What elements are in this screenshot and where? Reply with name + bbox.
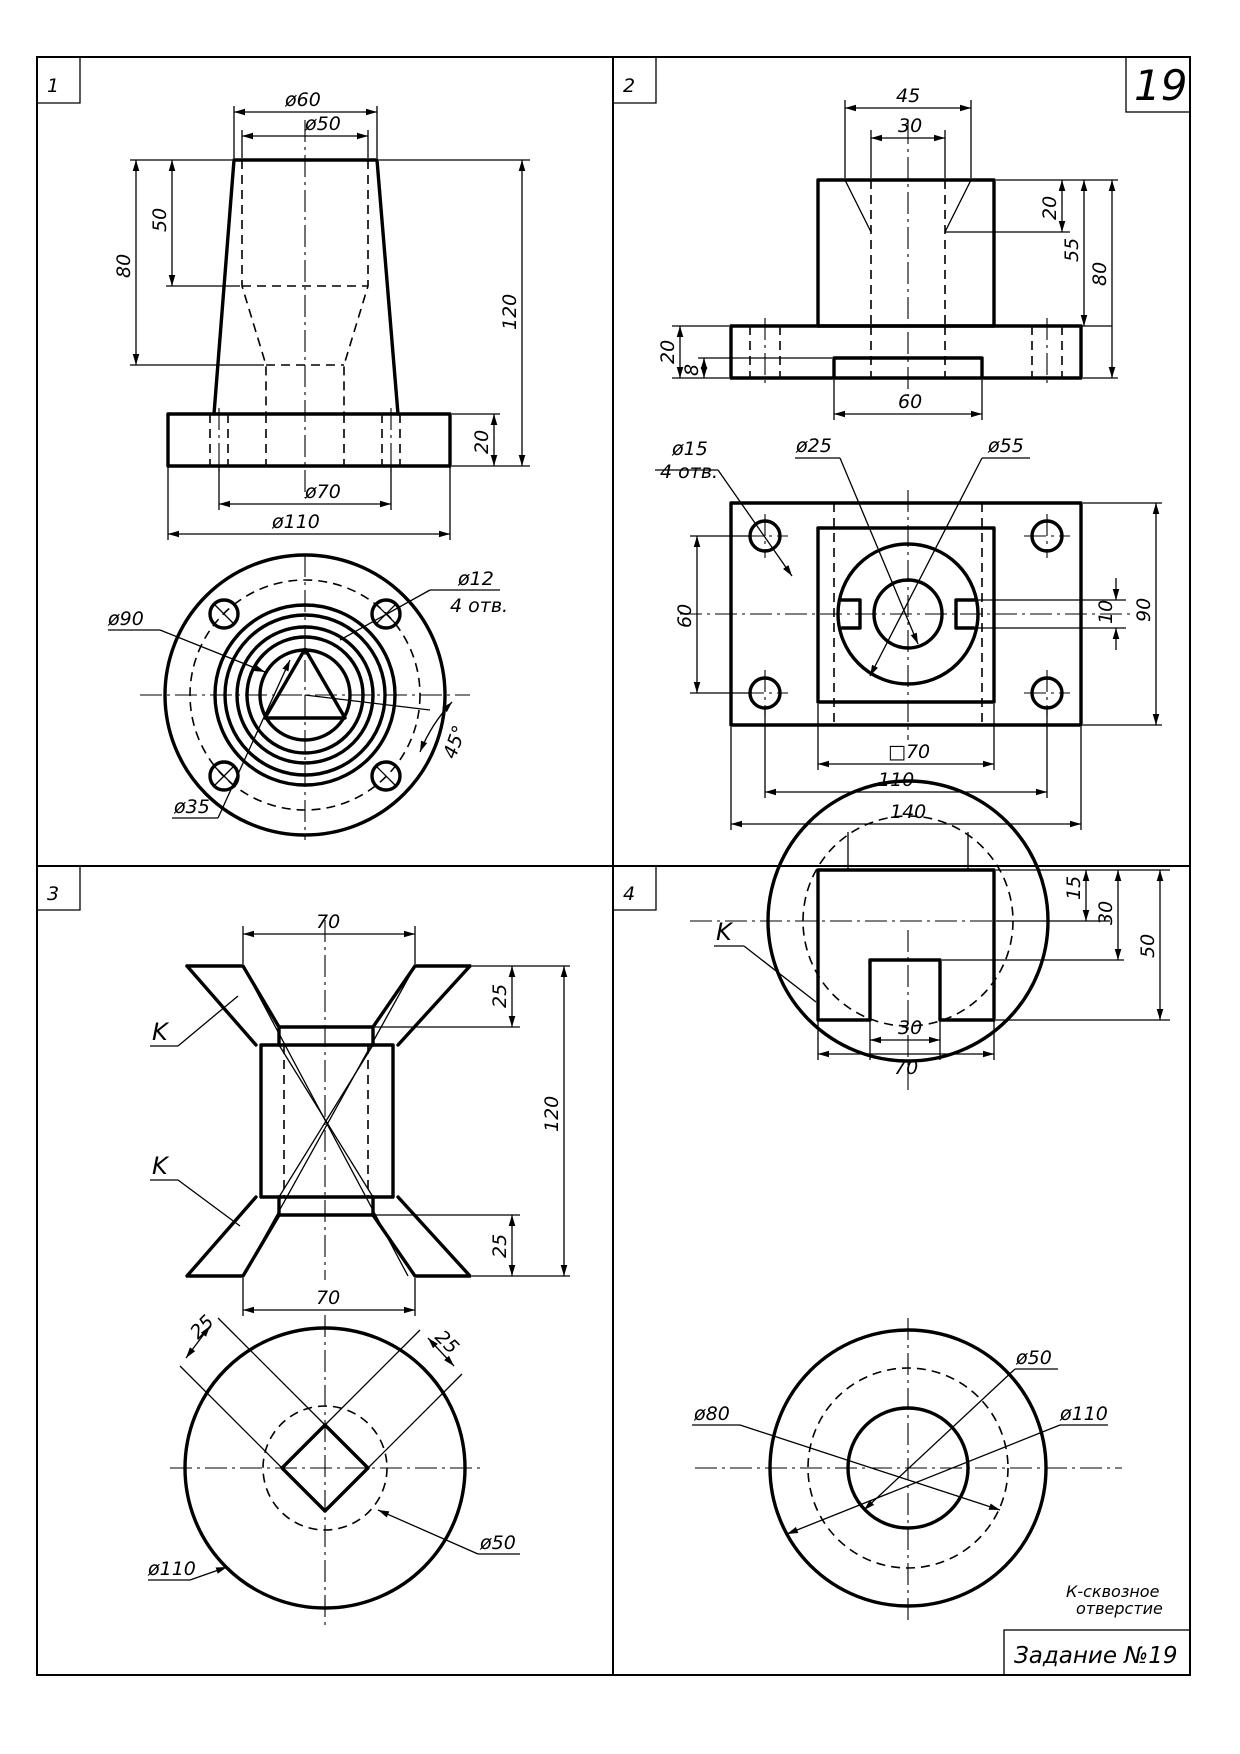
sheet-number-box: 19 <box>1125 56 1191 113</box>
panel-4-front-view: 15 30 50 30 70 K <box>690 779 1170 1090</box>
svg-text:50: 50 <box>1137 934 1159 958</box>
svg-text:30: 30 <box>1095 901 1117 925</box>
svg-text:50: 50 <box>149 208 171 232</box>
svg-text:20: 20 <box>471 430 493 454</box>
svg-text:ø12: ø12 <box>457 568 494 590</box>
svg-text:ø50: ø50 <box>1015 1347 1052 1369</box>
svg-text:ø15: ø15 <box>671 438 708 460</box>
svg-text:25: 25 <box>430 1326 463 1359</box>
svg-text:ø50: ø50 <box>304 113 341 135</box>
svg-text:ø55: ø55 <box>987 435 1024 457</box>
svg-text:ø110: ø110 <box>1059 1403 1108 1425</box>
svg-text:ø110: ø110 <box>147 1558 196 1580</box>
svg-text:80: 80 <box>113 254 135 278</box>
svg-text:70: 70 <box>894 1057 918 1079</box>
sheet-frame <box>36 56 1191 1676</box>
svg-text:3: 3 <box>47 883 59 905</box>
svg-text:ø25: ø25 <box>795 435 832 457</box>
svg-text:15: 15 <box>1063 876 1085 900</box>
panel-4-top-view: ø50 ø80 ø110 К-сквозное отверстие <box>692 1318 1163 1620</box>
svg-text:2: 2 <box>623 75 635 97</box>
svg-text:45°: 45° <box>439 723 471 762</box>
svg-text:25: 25 <box>489 1234 511 1258</box>
panel-2-front-view: 45 30 20 55 80 20 8 60 <box>657 85 1118 420</box>
svg-text:ø60: ø60 <box>284 89 321 111</box>
svg-text:30: 30 <box>898 115 922 137</box>
svg-text:8: 8 <box>681 364 703 376</box>
svg-text:К-сквозное: К-сквозное <box>1066 1582 1160 1601</box>
panel-label-4: 4 <box>613 866 657 911</box>
panel-2-top-view: ø15 4 отв. ø25 ø55 60 10 90 □70 110 140 <box>655 435 1162 830</box>
svg-text:K: K <box>152 1018 170 1046</box>
svg-text:ø110: ø110 <box>271 511 320 533</box>
svg-text:120: 120 <box>499 294 521 330</box>
svg-text:ø70: ø70 <box>304 481 341 503</box>
svg-text:10: 10 <box>1095 600 1117 624</box>
svg-text:ø35: ø35 <box>173 796 210 818</box>
panel-3-top-view: 25 25 ø110 ø50 <box>147 1311 520 1625</box>
svg-text:45: 45 <box>896 85 920 107</box>
svg-text:4 отв.: 4 отв. <box>660 461 718 483</box>
svg-text:20: 20 <box>1039 196 1061 220</box>
svg-text:ø50: ø50 <box>479 1532 516 1554</box>
svg-text:70: 70 <box>316 911 340 933</box>
panel-label-2: 2 <box>613 57 657 104</box>
svg-text:19: 19 <box>1134 61 1187 110</box>
svg-text:K: K <box>716 918 734 946</box>
svg-text:60: 60 <box>898 391 922 413</box>
svg-text:K: K <box>152 1152 170 1180</box>
svg-text:отверстие: отверстие <box>1076 1599 1163 1618</box>
svg-text:140: 140 <box>890 801 926 823</box>
svg-text:□70: □70 <box>888 741 930 763</box>
svg-text:Задание №19: Задание №19 <box>1014 1643 1177 1669</box>
panel-1-top-view: ø90 ø12 4 отв. ø35 45° <box>107 553 508 840</box>
svg-text:4 отв.: 4 отв. <box>450 595 508 617</box>
panel-label-3: 3 <box>37 866 81 911</box>
svg-text:30: 30 <box>898 1017 922 1039</box>
svg-text:25: 25 <box>489 984 511 1008</box>
svg-text:4: 4 <box>623 883 635 905</box>
svg-text:ø80: ø80 <box>693 1403 730 1425</box>
title-box: Задание №19 <box>1003 1629 1191 1676</box>
svg-text:70: 70 <box>316 1287 340 1309</box>
svg-text:120: 120 <box>541 1096 563 1132</box>
svg-text:60: 60 <box>674 604 696 628</box>
panel-label-1: 1 <box>37 57 81 104</box>
svg-text:1: 1 <box>47 75 59 97</box>
svg-text:90: 90 <box>1133 598 1155 622</box>
panel-1-front-view: ø60 ø50 50 80 120 20 ø70 ø110 <box>113 89 530 540</box>
svg-text:55: 55 <box>1061 238 1083 262</box>
svg-text:20: 20 <box>657 340 679 364</box>
svg-text:ø90: ø90 <box>107 608 144 630</box>
panel-3-front-view: 70 25 120 25 70 K K <box>150 911 570 1316</box>
svg-text:80: 80 <box>1089 262 1111 286</box>
svg-text:25: 25 <box>186 1311 219 1344</box>
